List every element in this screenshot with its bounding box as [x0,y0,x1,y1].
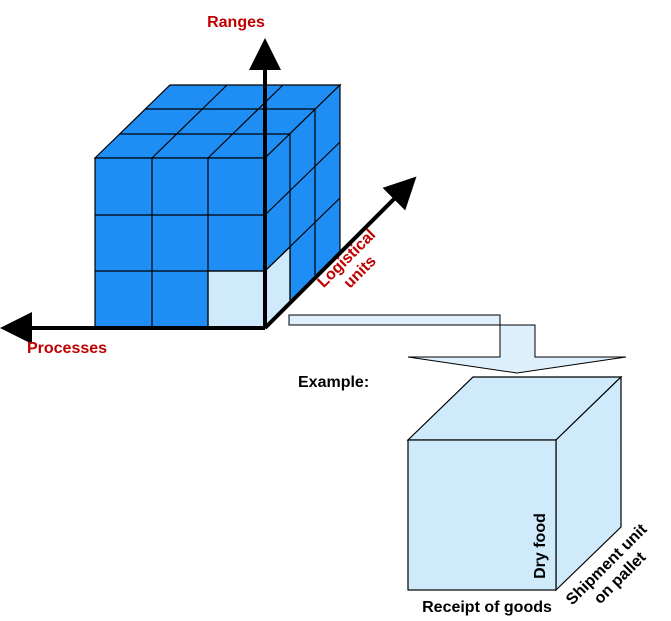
processes-axis-label: Processes [27,340,107,357]
example-cube [406,375,623,592]
connector-arrow [288,314,627,374]
axes [0,38,417,344]
logistical-axis-arrow [263,176,417,330]
highlight-cell-front [207,270,266,329]
example-label: Example: [298,374,369,391]
receipt-of-goods-label: Receipt of goods [422,599,552,616]
example-cube-front-face [407,439,557,591]
dry-food-label: Dry food [532,513,549,579]
ranges-axis-label: Ranges [207,14,265,31]
